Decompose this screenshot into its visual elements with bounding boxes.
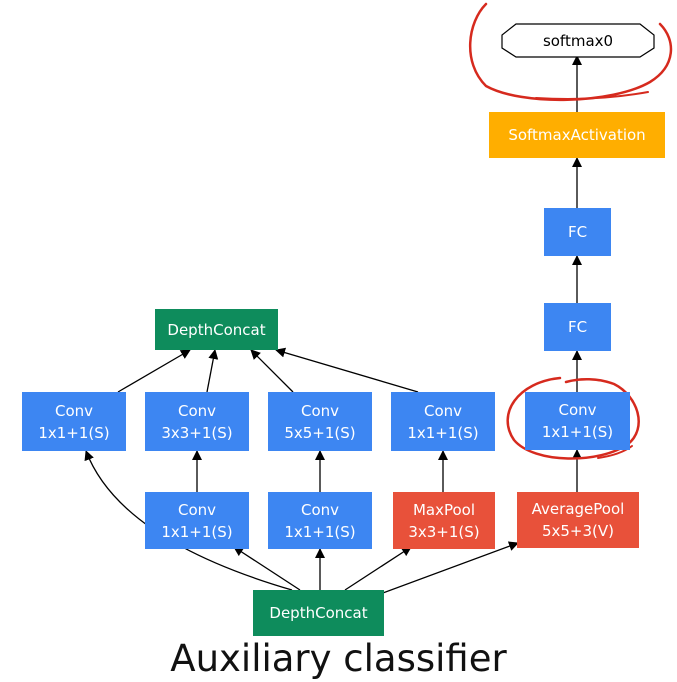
aux-conv-node: Conv 1x1+1(S) [525,392,630,450]
depth-concat-top-label: DepthConcat [167,320,266,339]
branch1-conv-node: Conv 1x1+1(S) [22,392,126,451]
edge-concat-to-maxpool [344,546,412,591]
branch1-conv-line2: 1x1+1(S) [38,423,110,442]
aux-conv-line2: 1x1+1(S) [541,423,614,441]
branch3-conv5-node: Conv 5x5+1(S) [268,392,372,451]
branch2-conv1-node: Conv 1x1+1(S) [145,492,249,549]
fc-top-label: FC [567,223,588,241]
depth-concat-bottom-label: DepthConcat [269,604,368,622]
average-pool-line2: 5x5+3(V) [541,522,615,540]
average-pool-node: AveragePool 5x5+3(V) [517,492,639,548]
edge-concat-to-branch2-conv1 [233,546,301,591]
fc-bottom-label: FC [567,318,588,336]
branch4-maxpool-line2: 3x3+1(S) [408,522,480,541]
softmax-output-node: softmax0 [502,24,654,57]
average-pool-line1: AveragePool [531,500,625,518]
fc-top-node: FC [544,208,611,256]
branch2-conv1-line2: 1x1+1(S) [161,522,233,541]
branch4-conv-line2: 1x1+1(S) [407,423,479,442]
branch1-conv-line1: Conv [54,401,94,420]
aux-conv-line1: Conv [558,401,597,419]
diagram-caption: Auxiliary classifier [170,637,507,680]
branch3-conv5-line1: Conv [300,401,340,420]
fc-bottom-node: FC [544,303,611,351]
branch4-conv-line1: Conv [423,401,463,420]
depth-concat-top-node: DepthConcat [155,309,278,350]
edge-branch4-to-concat [275,347,419,393]
edge-branch2-to-concat [206,349,219,393]
softmax-activation-node: SoftmaxActivation [489,112,665,158]
edge-concat-to-avgpool [371,541,519,598]
branch2-conv3-node: Conv 3x3+1(S) [145,392,249,451]
branch3-conv1-line1: Conv [300,500,340,519]
branch4-conv-node: Conv 1x1+1(S) [391,392,495,451]
branch2-conv3-line1: Conv [177,401,217,420]
annotation-circle-aux-conv [506,376,640,460]
edge-branch3-to-concat [250,349,294,393]
edge-branch1-to-concat [117,349,191,393]
branch3-conv5-line2: 5x5+1(S) [284,423,356,442]
branch3-conv1-line2: 1x1+1(S) [284,522,356,541]
branch2-conv1-line1: Conv [177,500,217,519]
depth-concat-bottom-node: DepthConcat [253,590,384,636]
branch4-maxpool-node: MaxPool 3x3+1(S) [393,492,495,549]
softmax-output-shape [501,23,655,58]
branch3-conv1-node: Conv 1x1+1(S) [268,492,372,549]
softmax-output-label: softmax0 [542,31,614,50]
branch2-conv3-line2: 3x3+1(S) [161,423,233,442]
branch4-maxpool-line1: MaxPool [412,500,476,519]
softmax-activation-label: SoftmaxActivation [508,126,646,144]
annotation-underline-softmax [535,91,649,100]
